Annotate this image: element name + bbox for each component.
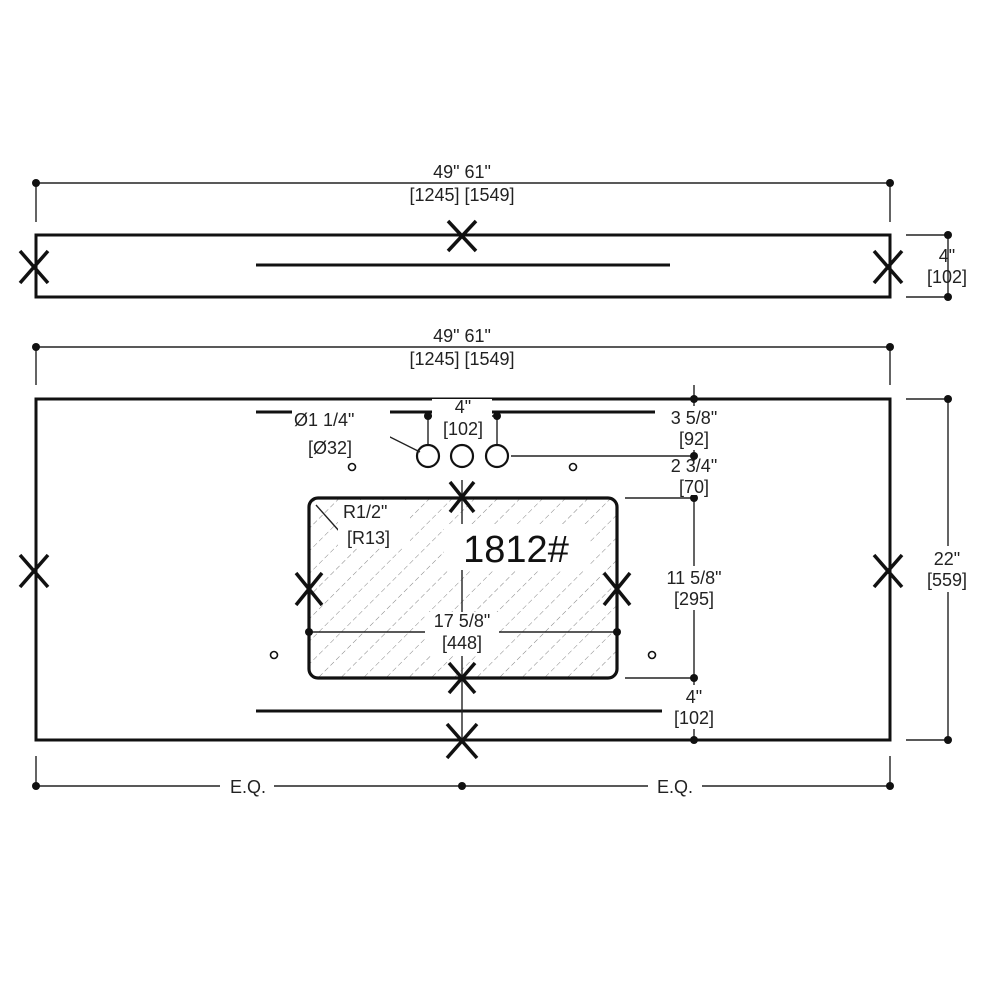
- faucet-to-sink-in: 2 3/4": [671, 456, 717, 476]
- dimension-dot: [886, 179, 894, 187]
- backsplash-height-mm: [102]: [927, 267, 967, 287]
- sink-front-in: 4": [686, 687, 702, 707]
- sink-width-mm: [448]: [442, 633, 482, 653]
- countertop-depth-mm: [559]: [927, 570, 967, 590]
- center-mark: [446, 219, 478, 253]
- left-eq-label: E.Q.: [230, 777, 266, 797]
- mounting-hole: [647, 650, 657, 660]
- dimension-dot: [32, 179, 40, 187]
- faucet-from-back-mm: [92]: [679, 429, 709, 449]
- radius-label-background: [338, 500, 410, 548]
- hole-diameter-in: Ø1 1/4": [294, 410, 354, 430]
- dimension-dot: [944, 293, 952, 301]
- mounting-hole: [269, 650, 279, 660]
- faucet-spacing-mm: [102]: [443, 419, 483, 439]
- label-background: [924, 546, 974, 592]
- sink-width-label-background: [425, 612, 499, 656]
- faucet-to-sink-mm: [70]: [679, 477, 709, 497]
- dimension-dot: [32, 782, 40, 790]
- dimension-dot: [690, 736, 698, 744]
- dimension-dot: [944, 231, 952, 239]
- sink-left-mark: [294, 571, 324, 607]
- dimension-dot: [458, 782, 466, 790]
- radius-leader-line: [315, 504, 341, 533]
- label-background: [220, 776, 274, 796]
- label-background: [655, 406, 735, 450]
- label-background: [655, 461, 735, 495]
- backsplash-view: 49" 61" [1245] [1549] 4" [102]: [18, 162, 967, 301]
- dimension-dot: [690, 395, 698, 403]
- backsplash-width-in: 49" 61": [433, 162, 491, 182]
- faucet-spacing-label-background: [432, 399, 492, 441]
- dimension-dot: [886, 782, 894, 790]
- right-eq-label: E.Q.: [657, 777, 693, 797]
- dimension-dot: [886, 343, 894, 351]
- sink-model-label-background: [444, 524, 590, 570]
- sink-back-mark: [448, 480, 476, 514]
- dimension-dot: [690, 452, 698, 460]
- faucet-spacing-in: 4": [455, 397, 471, 417]
- sink-model-label: 1812#: [463, 529, 569, 571]
- mounting-hole: [347, 462, 357, 472]
- label-background: [652, 566, 738, 610]
- dimension-dot: [944, 395, 952, 403]
- left-edge-mark: [18, 553, 50, 589]
- label-background: [648, 776, 702, 796]
- hole-diameter-mm: [Ø32]: [308, 438, 352, 458]
- faucet-hole-center: [449, 443, 475, 469]
- faucet-hole-right: [484, 443, 510, 469]
- dimension-dot: [690, 494, 698, 502]
- faucet-hole-left: [415, 443, 441, 469]
- countertop-front-mark: [445, 722, 479, 760]
- dimension-dot: [424, 412, 432, 420]
- backsplash-width-mm: [1245] [1549]: [409, 185, 514, 205]
- dimension-dot: [613, 628, 621, 636]
- sink-front-mark: [447, 661, 477, 695]
- countertop-width-in: 49" 61": [433, 326, 491, 346]
- sink-radius-in: R1/2": [343, 502, 387, 522]
- label-background: [662, 685, 726, 729]
- right-end-mark: [872, 249, 904, 285]
- faucet-from-back-in: 3 5/8": [671, 408, 717, 428]
- dimension-dot: [690, 674, 698, 682]
- sink-depth-mm: [295]: [674, 589, 714, 609]
- left-end-mark: [18, 249, 50, 285]
- sink-right-mark: [602, 571, 632, 607]
- dimension-dot: [493, 412, 501, 420]
- countertop-width-mm: [1245] [1549]: [409, 349, 514, 369]
- hole-diameter-label-background: [292, 405, 390, 461]
- right-edge-mark: [872, 553, 904, 589]
- dimension-dot: [305, 628, 313, 636]
- sink-radius-mm: [R13]: [347, 528, 390, 548]
- countertop-view: 49" 61" [1245] [1549] 17 5/8" [448] 1812…: [18, 326, 974, 797]
- countertop-depth-in: 22": [934, 549, 960, 569]
- backsplash-height-in: 4": [939, 246, 955, 266]
- mounting-hole: [568, 462, 578, 472]
- dimension-dot: [944, 736, 952, 744]
- sink-front-mm: [102]: [674, 708, 714, 728]
- sink-width-in: 17 5/8": [434, 611, 490, 631]
- dimension-dot: [32, 343, 40, 351]
- sink-depth-in: 11 5/8": [666, 568, 721, 588]
